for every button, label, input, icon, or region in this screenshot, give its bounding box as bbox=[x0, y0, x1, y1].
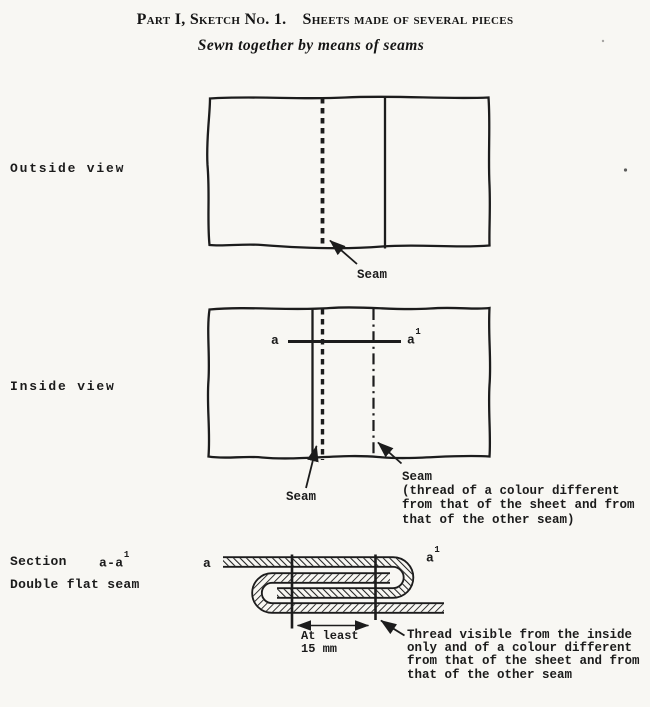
section-a1-base: a bbox=[426, 550, 434, 566]
section-left-sheet bbox=[223, 556, 415, 599]
section-point-a1-label: a1 bbox=[407, 327, 421, 348]
outside-sheet-outline bbox=[206, 95, 492, 250]
outside-view-label: Outside view bbox=[10, 161, 126, 176]
inside-view-label: Inside view bbox=[10, 379, 116, 394]
inside-seam-arrow bbox=[305, 445, 319, 489]
thread-visibility-annotation: Thread visible from the inside only and … bbox=[407, 628, 640, 682]
inside-seam-annotation: Seam bbox=[286, 490, 317, 504]
section-point-a-label: a bbox=[271, 333, 279, 348]
section-end-a1-label: a1 bbox=[426, 545, 440, 566]
outside-seam-arrow bbox=[329, 239, 358, 265]
section-label: Section bbox=[10, 554, 67, 569]
annotation-line: At least bbox=[301, 629, 359, 643]
section-sketch bbox=[223, 554, 444, 637]
annotation-line: Seam bbox=[402, 470, 433, 484]
annotation-line: 15 mm bbox=[301, 642, 338, 656]
annotation-line: that of the other seam) bbox=[402, 512, 575, 527]
annotation-line: from that of the sheet and from bbox=[407, 654, 640, 669]
seam-type-label: Double flat seam bbox=[10, 577, 140, 592]
scan-speck bbox=[623, 168, 628, 172]
inside-view-sketch bbox=[206, 306, 492, 489]
section-aa1-base: a-a bbox=[99, 555, 124, 571]
page-title-part2: Sheets made of several pieces bbox=[302, 11, 514, 28]
outside-seam-annotation: Seam bbox=[357, 268, 388, 282]
section-a1-sup: 1 bbox=[434, 545, 440, 555]
annotation-line: only and of a colour different bbox=[407, 641, 633, 656]
outside-view-sketch bbox=[206, 95, 492, 265]
dimension-annotation: At least 15 mm bbox=[301, 630, 359, 656]
section-end-a-label: a bbox=[203, 556, 211, 571]
inside-sheet-outline bbox=[206, 306, 492, 460]
section-aa1-label: a-a1 bbox=[99, 550, 129, 571]
section-right-sheet bbox=[251, 572, 444, 614]
section-aa1-sup: 1 bbox=[123, 550, 130, 560]
point-a1-sup: 1 bbox=[415, 327, 421, 337]
annotation-line: that of the other seam bbox=[407, 667, 573, 682]
inside-second-seam-arrow bbox=[377, 441, 403, 465]
page-subtitle: Sewn together by means of seams bbox=[197, 37, 425, 54]
scan-speck bbox=[601, 39, 605, 43]
page-title-part1: Part I, Sketch No. 1. bbox=[136, 11, 287, 28]
inside-second-seam-annotation: Seam (thread of a colour different from … bbox=[402, 470, 635, 527]
point-a1-base: a bbox=[407, 332, 415, 348]
annotation-line: (thread of a colour different bbox=[402, 484, 620, 499]
page-title: Part I, Sketch No. 1. Sheets made of seve… bbox=[0, 11, 650, 29]
annotation-line: from that of the sheet and from bbox=[402, 498, 635, 513]
annotation-line: Thread visible from the inside bbox=[407, 628, 633, 642]
thread-note-arrow bbox=[380, 619, 405, 637]
